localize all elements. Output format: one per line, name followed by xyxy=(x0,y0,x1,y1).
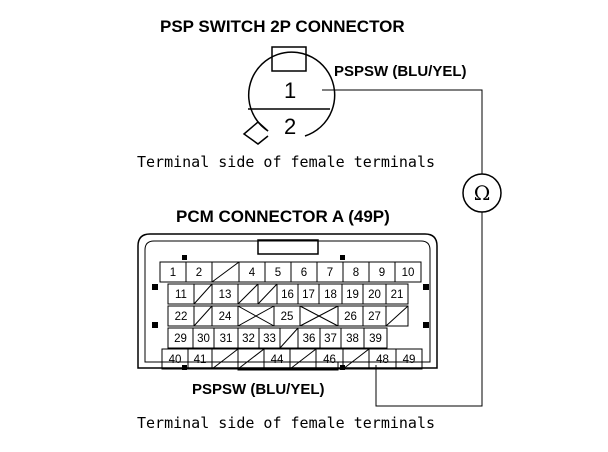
terminal-number: 10 xyxy=(402,267,415,279)
empty-terminal-slash xyxy=(211,348,239,370)
terminal-number: 29 xyxy=(174,333,187,345)
terminal-number: 17 xyxy=(302,289,315,301)
terminal-cell xyxy=(394,261,422,283)
terminal-number: 21 xyxy=(391,289,404,301)
terminal-number: 2 xyxy=(196,267,202,279)
terminal-number: 33 xyxy=(263,333,276,345)
terminal-number: 44 xyxy=(271,354,284,366)
terminal-number: 7 xyxy=(327,267,333,279)
terminal-cell xyxy=(385,305,409,327)
terminal-number: 16 xyxy=(281,289,294,301)
empty-terminal-slash xyxy=(257,283,278,305)
pcm-wire-label: PSPSW (BLU/YEL) xyxy=(192,381,325,398)
empty-terminal-slash xyxy=(211,261,240,283)
terminal-number: 5 xyxy=(275,267,281,279)
pcm-terminal-note: Terminal side of female terminals xyxy=(137,414,435,432)
empty-terminal-slash xyxy=(289,348,317,370)
terminal-number: 32 xyxy=(242,333,255,345)
terminal-number: 31 xyxy=(220,333,233,345)
terminal-number: 30 xyxy=(197,333,210,345)
empty-terminal-slash xyxy=(193,305,213,327)
ohmmeter-icon: Ω xyxy=(462,173,502,213)
terminal-number: 49 xyxy=(403,354,416,366)
terminal-number: 19 xyxy=(346,289,359,301)
psp-pin-1: 1 xyxy=(284,78,296,103)
psp-terminal-note: Terminal side of female terminals xyxy=(137,153,435,171)
empty-terminal-slash xyxy=(237,348,265,370)
terminal-number: 38 xyxy=(346,333,359,345)
terminal-number: 27 xyxy=(368,311,381,323)
terminal-number: 41 xyxy=(194,354,207,366)
pcm-connector-title: PCM CONNECTOR A (49P) xyxy=(176,207,390,226)
terminal-number: 36 xyxy=(303,333,316,345)
empty-terminal-slash xyxy=(193,283,213,305)
terminal-number: 25 xyxy=(281,311,294,323)
ohm-symbol: Ω xyxy=(474,181,491,205)
terminal-number: 26 xyxy=(344,311,357,323)
empty-terminal-slash xyxy=(237,283,259,305)
terminal-cell xyxy=(363,327,388,349)
terminal-cell xyxy=(385,283,409,305)
psp-connector-title: PSP SWITCH 2P CONNECTOR xyxy=(160,17,405,36)
terminal-number: 4 xyxy=(249,267,256,279)
terminal-number: 6 xyxy=(301,267,307,279)
terminal-number: 9 xyxy=(379,267,385,279)
terminal-number: 39 xyxy=(369,333,382,345)
psp-switch-connector: 1 2 xyxy=(242,46,336,145)
terminal-cell xyxy=(395,348,423,370)
terminal-number: 13 xyxy=(219,289,232,301)
terminal-number: 20 xyxy=(368,289,381,301)
terminal-number: 46 xyxy=(323,354,336,366)
empty-terminal-slash xyxy=(385,305,409,327)
terminal-number: 37 xyxy=(324,333,337,345)
terminal-number: 22 xyxy=(175,311,188,323)
terminal-number: 24 xyxy=(219,311,232,323)
terminal-number: 8 xyxy=(353,267,359,279)
empty-terminal-cross xyxy=(299,305,339,327)
terminal-number: 40 xyxy=(169,354,182,366)
psp-pin-2: 2 xyxy=(284,114,296,139)
empty-terminal-slash xyxy=(342,348,370,370)
empty-terminal-cross xyxy=(237,305,275,327)
psp-wire-label: PSPSW (BLU/YEL) xyxy=(334,63,467,80)
test-lead-wiring xyxy=(322,89,483,407)
terminal-number: 11 xyxy=(175,289,187,301)
terminal-number: 1 xyxy=(170,267,176,279)
terminal-number: 18 xyxy=(324,289,337,301)
empty-terminal-slash xyxy=(279,327,299,349)
terminal-number: 48 xyxy=(376,354,389,366)
